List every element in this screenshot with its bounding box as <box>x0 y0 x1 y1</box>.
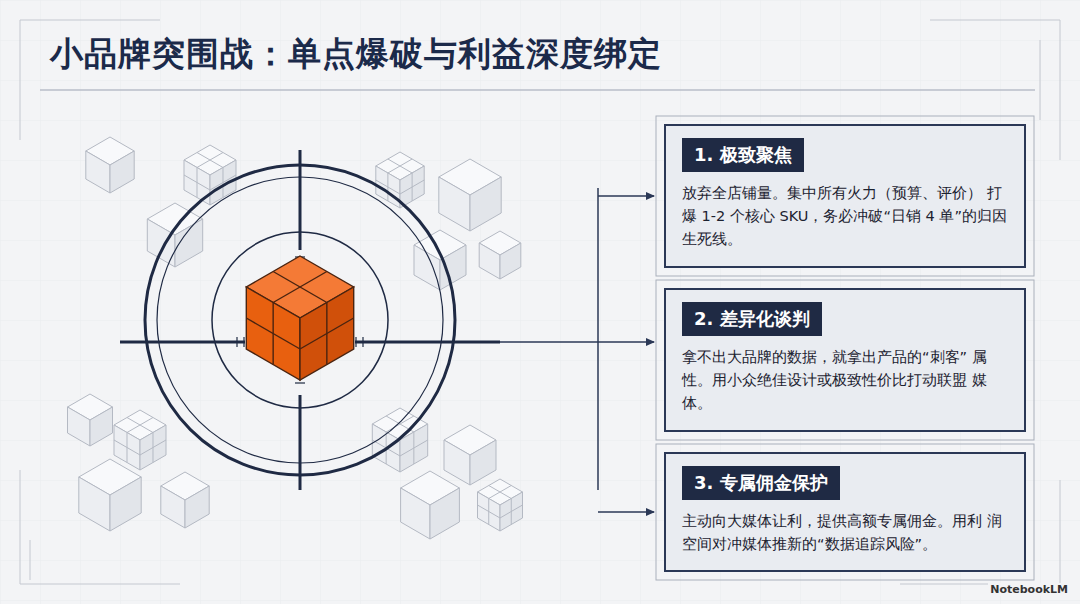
cube-face <box>400 424 428 472</box>
cube-face <box>246 287 300 380</box>
tick <box>236 337 237 347</box>
cube-face <box>300 287 354 380</box>
box-body: 拿不出大品牌的数据，就拿出产品的“刺客” 属性。用小众绝佳设计或极致性价比打动联… <box>682 346 1008 416</box>
cube-grid <box>184 175 210 190</box>
cube-grid <box>127 418 153 433</box>
cube-grid <box>210 175 236 190</box>
cube-grid <box>140 440 166 455</box>
cube-grid <box>489 486 512 499</box>
cube-face <box>439 177 470 231</box>
strategy-box: 3. 专属佣金保护主动向大媒体让利，提供高额专属佣金。用利 润空间对冲媒体推新的… <box>664 452 1026 572</box>
cube-grid <box>388 159 412 173</box>
cube-face <box>430 488 459 539</box>
cube-face <box>185 486 209 528</box>
cube-face <box>161 486 185 528</box>
cube-face <box>400 166 424 208</box>
strategy-box: 1. 极致聚焦放弃全店铺量。集中所有火力（预算、评价） 打爆 1-2 个核心 S… <box>664 124 1026 268</box>
cube-face <box>401 488 430 539</box>
cube-grid <box>489 486 512 499</box>
cube-face <box>470 440 496 485</box>
cube-face <box>110 477 141 531</box>
cube-face <box>479 243 500 279</box>
box-body: 主动向大媒体让利，提供高额专属佣金。用利 润空间对冲媒体推新的“数据追踪风险”。 <box>682 510 1008 556</box>
cube-grid <box>197 153 223 168</box>
cube-grid <box>300 318 354 349</box>
box-heading: 3. 专属佣金保护 <box>682 466 840 500</box>
cube-face <box>90 407 113 446</box>
cube-face <box>440 245 466 290</box>
tick <box>295 382 305 383</box>
cube-grid <box>400 180 424 194</box>
cube-face <box>210 160 236 205</box>
cube-face <box>86 151 110 193</box>
tick <box>243 337 244 347</box>
page-title: 小品牌突围战：单点爆破与利益深度绑定 <box>50 32 662 77</box>
strategy-box: 2. 差异化谈判拿不出大品牌的数据，就拿出产品的“刺客” 属性。用小众绝佳设计或… <box>664 288 1026 432</box>
box-frame <box>656 444 1034 580</box>
box-heading: 1. 极致聚焦 <box>682 138 804 172</box>
cube-grid <box>273 272 327 303</box>
cube-face <box>140 425 166 470</box>
cube-grid <box>246 318 300 349</box>
box-frame <box>656 116 1034 276</box>
tick <box>362 337 363 347</box>
cube-grid <box>127 418 153 433</box>
cube-grid <box>114 440 140 455</box>
cube-face <box>444 440 470 485</box>
box-body: 放弃全店铺量。集中所有火力（预算、评价） 打爆 1-2 个核心 SKU，务必冲破… <box>682 182 1008 252</box>
tick <box>355 337 356 347</box>
cube-face <box>110 151 134 193</box>
cube-grid <box>400 440 428 456</box>
cube-face <box>414 245 440 290</box>
cube-face <box>478 492 501 531</box>
watermark: NotebookLM <box>988 583 1070 596</box>
cube-face <box>500 243 521 279</box>
cube-grid <box>388 159 412 173</box>
cube-face <box>79 477 110 531</box>
cube-grid <box>273 272 327 303</box>
box-heading: 2. 差异化谈判 <box>682 302 822 336</box>
cube-grid <box>197 153 223 168</box>
cube-grid <box>500 505 523 518</box>
cube-face <box>500 492 523 531</box>
cube-face <box>68 407 91 446</box>
box-frame <box>656 280 1034 440</box>
cube-face <box>470 177 501 231</box>
cube-grid <box>477 505 500 518</box>
